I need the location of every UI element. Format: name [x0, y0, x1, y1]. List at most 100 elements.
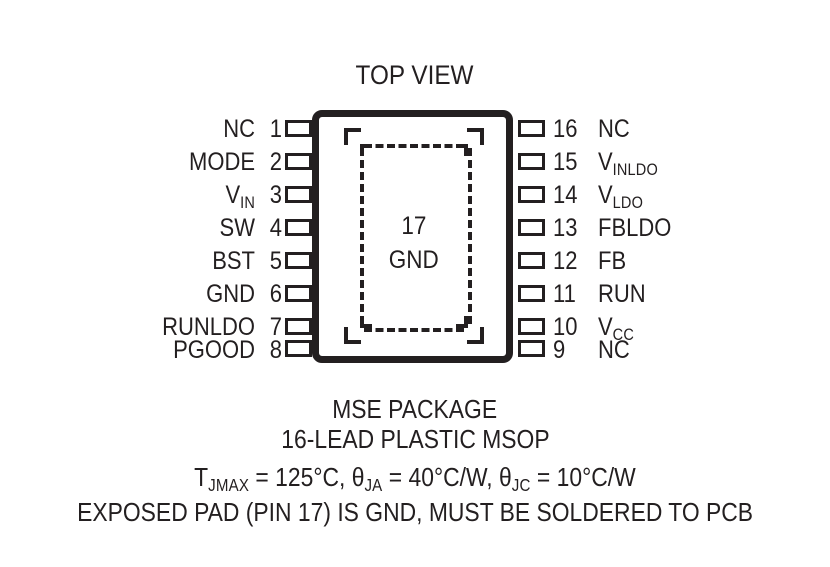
pin-number-6-text: 6 [269, 280, 282, 308]
pin-label-3-name: VIN [83, 181, 255, 211]
pin-label-6-name: GND [83, 282, 255, 307]
lead-pin-13 [518, 219, 545, 236]
pin-label-13-name-text: FBLDO [598, 214, 672, 242]
pin-label-9-name-text: NC [598, 336, 630, 364]
caption-thermal-specs: TJMAX = 125°C, θJA = 40°C/W, θJC = 10°C/… [0, 462, 830, 495]
pin-label-2-name-text: MODE [189, 148, 255, 176]
pin-label-8-name-text: PGOOD [173, 336, 255, 364]
lead-pin-10 [518, 318, 545, 335]
pin-label-14-name: VLDO [598, 183, 643, 211]
pin-label-5-name-text: BST [212, 247, 255, 275]
pin-label-1-name-text: NC [223, 115, 255, 143]
pin-number-12-text: 12 [553, 247, 578, 275]
exposed-pad-edge-left [360, 148, 364, 324]
exposed-pad-corner-top-right-outer [467, 128, 484, 145]
pin-label-4-name-text: SW [219, 214, 255, 242]
pin-number-16: 16 [553, 117, 577, 142]
pin-label-11-name-text: RUN [598, 280, 646, 308]
exposed-pad-edge-top [364, 144, 464, 148]
pin-label-16-name: NC [598, 117, 630, 142]
pin-label-3-name-sub: IN [240, 193, 255, 212]
caption-exposed-pad-note: EXPOSED PAD (PIN 17) IS GND, MUST BE SOL… [0, 497, 830, 528]
pin-number-5: 5 [259, 249, 282, 274]
exposed-pad-corner-bottom-left-inner [360, 316, 372, 328]
pin-label-12-name: FB [598, 249, 626, 274]
exposed-pad-name: GND [344, 248, 484, 273]
pin-label-10-name-text: V [598, 313, 613, 341]
lead-pin-16 [518, 120, 545, 137]
pin-label-8-name: PGOOD [83, 338, 255, 363]
caption-exposed-pad-note-text: EXPOSED PAD (PIN 17) IS GND, MUST BE SOL… [77, 497, 753, 527]
exposed-pad-number: 17 [344, 214, 484, 239]
pin-label-12-name-text: FB [598, 247, 627, 275]
caption-lead-count-text: 16-LEAD PLASTIC MSOP [280, 424, 550, 454]
pin-label-1-name: NC [83, 117, 255, 142]
pin-number-12: 12 [553, 249, 577, 274]
lead-pin-2 [285, 153, 312, 170]
exposed-pad-edge-bottom [364, 328, 464, 332]
theta-ja-symbol: θ [351, 462, 365, 492]
lead-pin-3 [285, 186, 312, 203]
pin-number-1-text: 1 [269, 115, 282, 143]
theta-jc-symbol: θ [499, 462, 512, 492]
pin-number-3-text: 3 [269, 181, 282, 209]
pin-number-8: 8 [259, 338, 282, 363]
diagram-title: TOP VIEW [0, 62, 830, 89]
tjmax-subscript: JMAX [208, 474, 250, 495]
pin-label-7-name: RUNLDO [83, 315, 255, 340]
pin-label-6-name-text: GND [206, 280, 255, 308]
pin-number-5-text: 5 [269, 247, 282, 275]
lead-pin-1 [285, 120, 312, 137]
pin-label-3-name-text: V [225, 181, 241, 209]
pin-number-6: 6 [259, 282, 282, 307]
pin-number-3: 3 [259, 183, 282, 208]
lead-pin-7 [285, 318, 312, 335]
exposed-pad-name-text: GND [388, 246, 440, 274]
exposed-pad-corner-bottom-right-inner [456, 316, 468, 328]
package-body-outline [312, 110, 513, 363]
exposed-pad-corner-top-left-inner [360, 144, 372, 156]
theta-ja-value: = 40°C/W, [382, 462, 500, 492]
lead-pin-11 [518, 285, 545, 302]
pin-label-16-name-text: NC [598, 115, 630, 143]
pin-number-8-text: 8 [269, 336, 282, 364]
pin-number-10: 10 [553, 315, 577, 340]
pin-label-14-name-sub: LDO [612, 193, 644, 212]
lead-pin-6 [285, 285, 312, 302]
theta-jc-value: = 10°C/W [530, 462, 636, 492]
pin-label-13-name: FBLDO [598, 216, 671, 241]
pin-number-1: 1 [259, 117, 282, 142]
pin-number-9-text: 9 [553, 336, 566, 364]
exposed-pad-edge-right [468, 148, 472, 324]
pin-number-14: 14 [553, 183, 577, 208]
lead-pin-14 [518, 186, 545, 203]
pin-label-5-name: BST [83, 249, 255, 274]
pin-label-15-name-sub: INLDO [612, 160, 658, 179]
pin-label-2-name: MODE [83, 150, 255, 175]
tjmax-symbol: T [194, 462, 209, 492]
pin-label-7-name-text: RUNLDO [162, 313, 255, 341]
pin-number-15-text: 15 [553, 148, 578, 176]
lead-pin-9 [518, 340, 545, 357]
pin-number-15: 15 [553, 150, 577, 175]
lead-pin-5 [285, 252, 312, 269]
pin-number-4-text: 4 [269, 214, 282, 242]
caption-package-name-text: MSE PACKAGE [332, 394, 498, 424]
pin-number-7-text: 7 [269, 313, 282, 341]
pin-number-13: 13 [553, 216, 577, 241]
pin-label-15-name: VINLDO [598, 150, 658, 178]
lead-pin-15 [518, 153, 545, 170]
exposed-pad-corner-top-right-inner [456, 144, 468, 156]
pin-number-10-text: 10 [553, 313, 578, 341]
theta-jc-subscript: JC [511, 474, 531, 495]
lead-pin-4 [285, 219, 312, 236]
pin-label-9-name: NC [598, 338, 630, 363]
pin-number-4: 4 [259, 216, 282, 241]
tjmax-value: = 125°C, [249, 462, 352, 492]
pin-label-10-name-sub: CC [612, 325, 635, 344]
pin-number-2: 2 [259, 150, 282, 175]
lead-pin-12 [518, 252, 545, 269]
pin-number-9: 9 [553, 338, 565, 363]
theta-ja-subscript: JA [364, 474, 383, 495]
